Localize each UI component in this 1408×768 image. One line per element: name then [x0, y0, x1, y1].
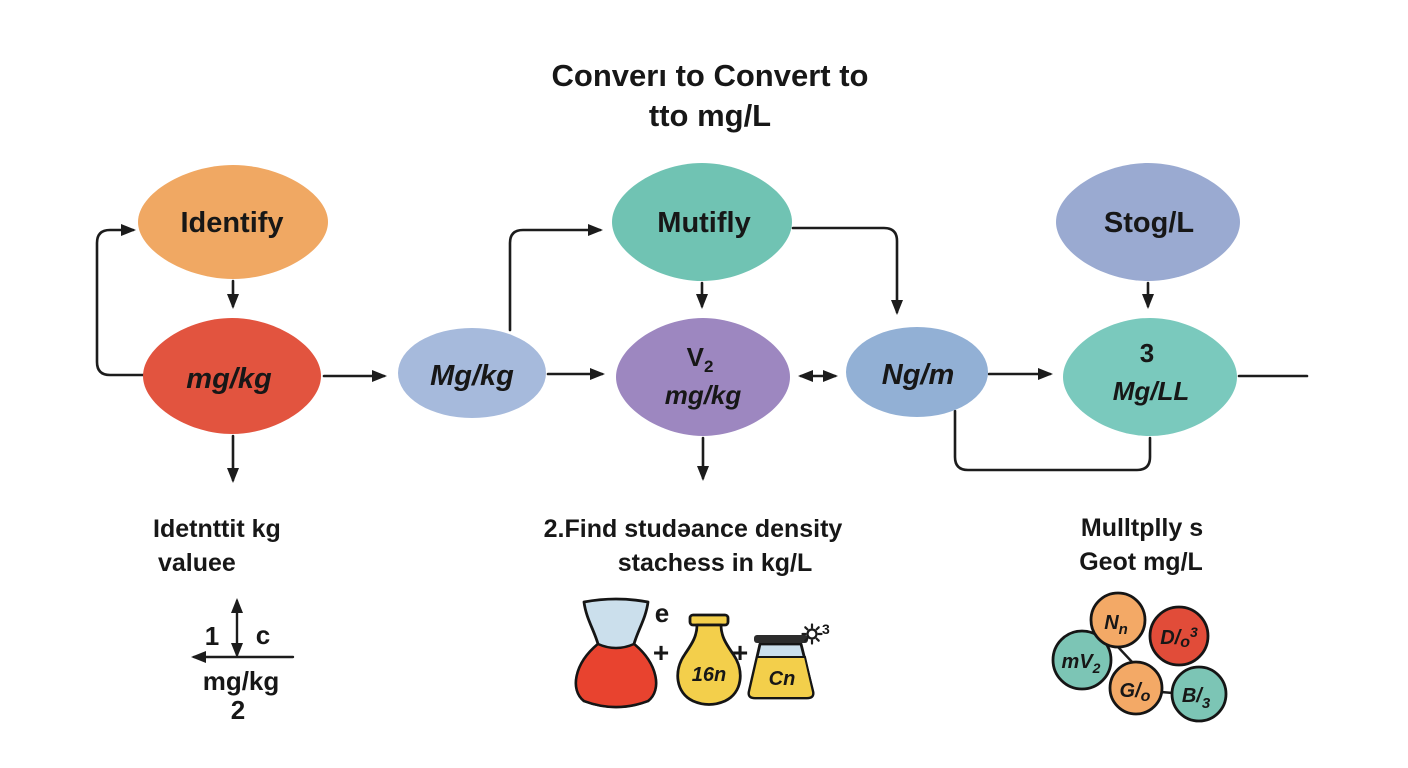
- connector-ngm-mgll-u-loop: [953, 409, 1152, 472]
- caption-middle-line1: 2.Find studəance density: [544, 515, 843, 543]
- bubble-nn: [1089, 591, 1147, 649]
- caption-left-line2: valuee: [158, 549, 236, 577]
- node-v2-top-label: V2: [687, 342, 714, 376]
- flask2-body: [676, 623, 742, 706]
- do3-main: D/: [1160, 627, 1182, 649]
- flask2-rim: [688, 613, 730, 627]
- node-v2-diamond: [616, 318, 790, 436]
- nn-sub: n: [1119, 621, 1128, 638]
- caption-middle-line2: stachess in kg/L: [618, 549, 813, 577]
- flask3-rim: [754, 635, 808, 643]
- node-mgkg-red-diamond: [143, 318, 321, 434]
- bubble-diagram: Nn D/o3 mV2 G/o B/3: [1051, 591, 1228, 723]
- do3-sup: 3: [1190, 624, 1198, 640]
- b3-sub: 3: [1202, 695, 1211, 712]
- do3-sub: o: [1180, 634, 1190, 651]
- nn-main: N: [1104, 612, 1119, 634]
- node-stogl-label: Stog/L: [1104, 207, 1194, 239]
- flask3-liquid: [747, 656, 815, 699]
- plus-sign-1: +: [653, 637, 669, 668]
- node-mgll-diamond: [1063, 318, 1237, 436]
- connector-ellipse-to-mutifly: [508, 224, 603, 332]
- mv2-sub: 2: [1092, 660, 1101, 676]
- b3-main: B/: [1182, 685, 1204, 707]
- node-mgkg-ellipse-label: Mg/kg: [430, 360, 514, 392]
- bubble-b3: [1170, 665, 1228, 723]
- node-v2-bottom-label: mg/kg: [665, 380, 742, 410]
- gear-label: 3: [822, 621, 830, 637]
- node-mgll-top-label: 3: [1140, 338, 1154, 368]
- title: Converı to Convert to tto mg/L: [552, 58, 869, 133]
- captions: Idetnttit kg valuee 2.Find studəance den…: [153, 514, 1203, 577]
- node-ngm-ellipse: [846, 327, 988, 417]
- plus-sign-2: +: [732, 637, 748, 668]
- bubble-mv2-label: mV2: [1062, 651, 1101, 676]
- bubble-link-nn-go: [1116, 645, 1135, 665]
- title-line2: tto mg/L: [649, 98, 771, 133]
- caption-right-line1: Mulltplly s: [1081, 514, 1203, 542]
- flask2-label: 16n: [692, 664, 726, 686]
- fraction-label-c: c: [256, 620, 270, 650]
- connector-mgkg-to-identify-loop: [95, 224, 152, 377]
- flask-label-e: e: [655, 598, 669, 628]
- flask-diagram: e + 16n + Cn 3: [574, 597, 830, 709]
- node-mgll-bottom-label: Mg/LL: [1113, 376, 1190, 406]
- fraction-label-2: 2: [231, 695, 245, 725]
- flask3-label: Cn: [769, 668, 796, 690]
- go-main: G/: [1120, 680, 1144, 702]
- v2-main: V: [687, 342, 705, 372]
- fraction-diagram: 1 c mg/kg 2: [191, 598, 295, 725]
- flask1-liquid: [574, 642, 658, 709]
- bubble-go: [1108, 660, 1164, 716]
- v2-sub: 2: [704, 357, 713, 376]
- bubble-nn-label: Nn: [1104, 612, 1128, 638]
- bubble-mv2: [1051, 629, 1113, 691]
- connector-mutifly-to-ngm: [791, 226, 903, 315]
- mv2-main: mV: [1062, 651, 1095, 673]
- title-line1: Converı to Convert to: [552, 58, 869, 93]
- caption-right-line2: Geot mg/L: [1079, 548, 1203, 576]
- connectors: [95, 224, 1309, 483]
- node-mutifly-label: Mutifly: [657, 207, 750, 239]
- node-ngm-label: Ng/m: [882, 359, 955, 391]
- node-mgkg-ellipse: [398, 328, 546, 418]
- bubble-do3: [1148, 605, 1210, 667]
- fraction-label-1: 1: [205, 621, 219, 651]
- go-sub: o: [1141, 688, 1151, 705]
- node-stogl-diamond: [1056, 163, 1240, 281]
- node-identify-label: Identify: [180, 207, 283, 239]
- gear-icon: [801, 623, 823, 645]
- node-mgkg-red-label: mg/kg: [186, 363, 272, 395]
- node-identify-diamond: [138, 165, 328, 279]
- bubble-go-label: G/o: [1120, 680, 1151, 705]
- node-mutifly-diamond: [612, 163, 792, 281]
- fraction-label-mgkg: mg/kg: [203, 666, 280, 696]
- bubble-do3-label: D/o3: [1160, 624, 1198, 651]
- nodes: Identify Mutifly Stog/L mg/kg Mg/kg V2 m…: [138, 163, 1240, 436]
- bubble-b3-label: B/3: [1182, 685, 1211, 712]
- caption-left-line1: Idetnttit kg: [153, 515, 281, 543]
